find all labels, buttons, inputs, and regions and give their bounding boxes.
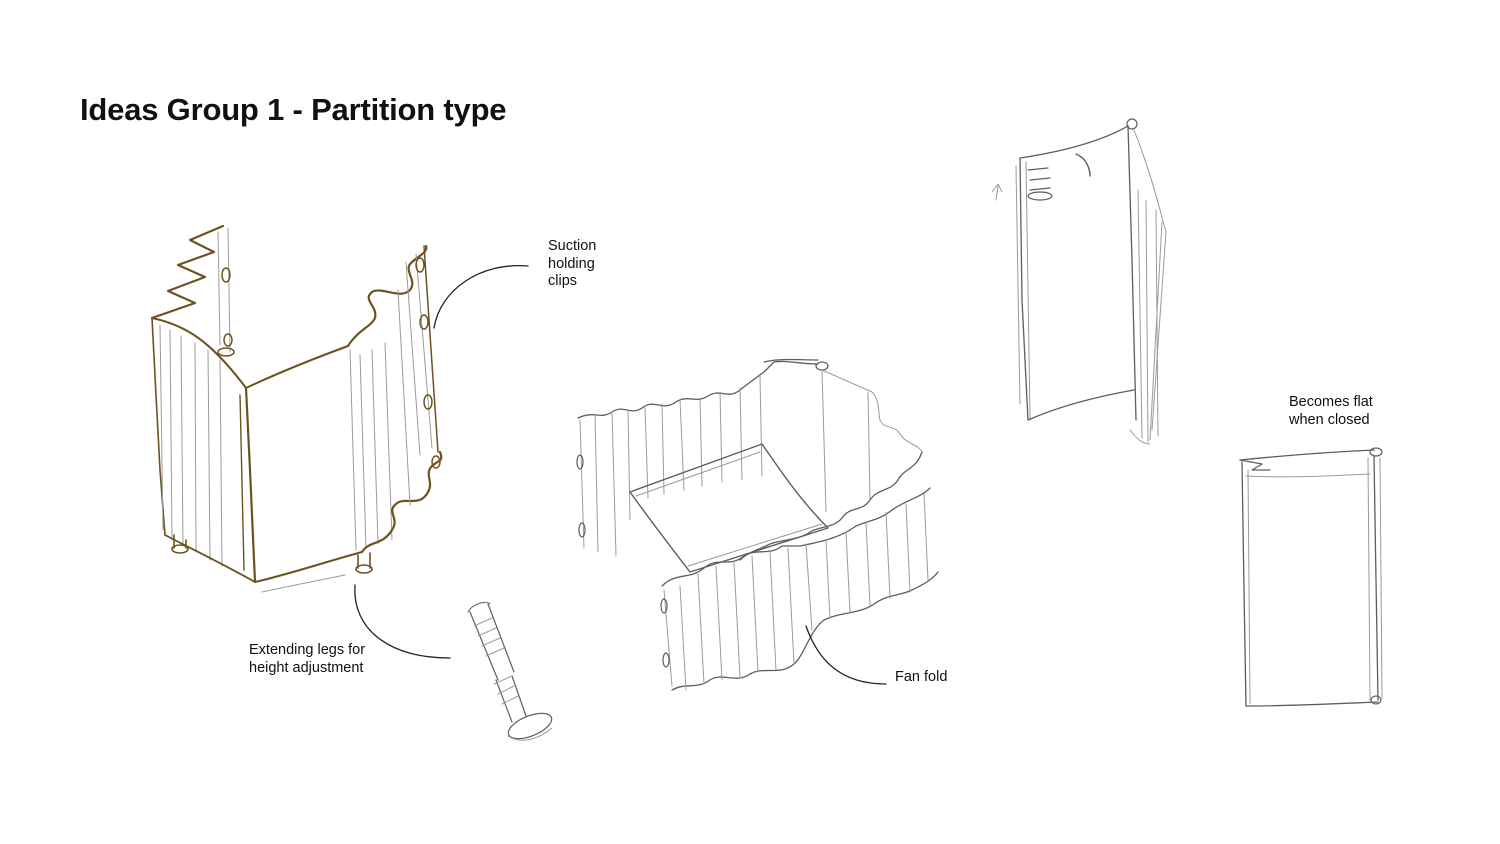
- sketch-leg-detail: [467, 601, 553, 741]
- annotation-becomes-flat: Becomes flat when closed: [1289, 394, 1373, 429]
- annotation-line: clips: [548, 273, 578, 289]
- leader-line-suction-clips: [433, 265, 529, 329]
- leader-line-fan-fold: [805, 625, 887, 685]
- page-title: Ideas Group 1 - Partition type: [80, 92, 507, 127]
- leader-line-extending-legs: [354, 584, 451, 659]
- annotation-line: Fan fold: [895, 669, 948, 685]
- annotation-suction-clips: Suction holding clips: [548, 238, 596, 291]
- sketch-folding-panel-closed: [1239, 447, 1383, 707]
- annotation-extending-legs: Extending legs for height adjustment: [249, 642, 365, 677]
- sketch-fan-fold-enclosure: [576, 358, 939, 691]
- annotation-line: Extending legs for: [249, 642, 366, 658]
- annotation-line: when closed: [1289, 411, 1370, 428]
- annotation-fan-fold: Fan fold: [895, 669, 947, 687]
- sketch-folding-panel-open: [991, 118, 1167, 445]
- sketch-partition-with-clips: [150, 224, 443, 593]
- annotation-line: Becomes flat: [1289, 394, 1373, 410]
- annotation-line: holding: [548, 255, 595, 272]
- annotation-line: Suction: [548, 238, 597, 254]
- annotation-line: height adjustment: [249, 659, 364, 676]
